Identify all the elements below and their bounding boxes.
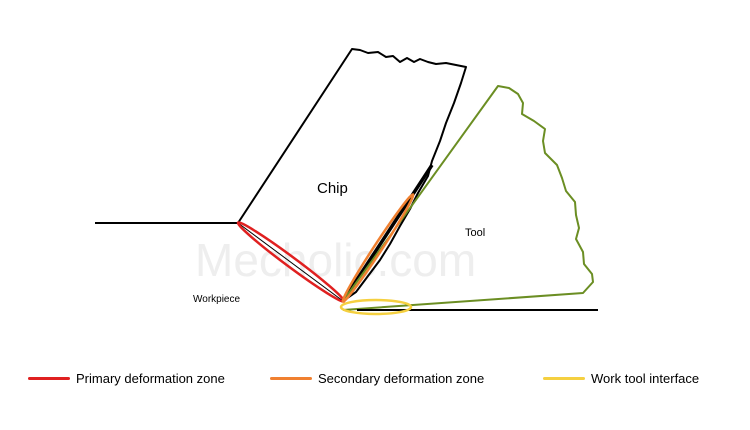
legend-label-interface: Work tool interface (591, 370, 700, 386)
watermark: Mecholic.com (195, 234, 476, 286)
rake-face-line (341, 164, 434, 302)
workpiece-label: Workpiece (193, 294, 240, 305)
legend-item-interface: Work tool interface (543, 368, 699, 388)
legend-label-secondary: Secondary deformation zone (318, 370, 485, 386)
legend: Primary deformation zone Secondary defor… (0, 368, 750, 388)
legend-label-primary: Primary deformation zone (76, 370, 225, 386)
interface-swatch (543, 376, 585, 380)
chip-outline (237, 48, 467, 302)
secondary-deformation-zone (341, 193, 415, 303)
tool-outline (342, 85, 594, 311)
primary-swatch (28, 376, 70, 380)
shear-plane-line (237, 222, 344, 302)
legend-item-primary: Primary deformation zone (28, 368, 225, 388)
work-tool-interface-zone (339, 298, 413, 316)
secondary-swatch (270, 376, 312, 380)
legend-item-secondary: Secondary deformation zone (270, 368, 484, 388)
tool-label: Tool (465, 227, 485, 239)
chip-label: Chip (317, 180, 348, 197)
